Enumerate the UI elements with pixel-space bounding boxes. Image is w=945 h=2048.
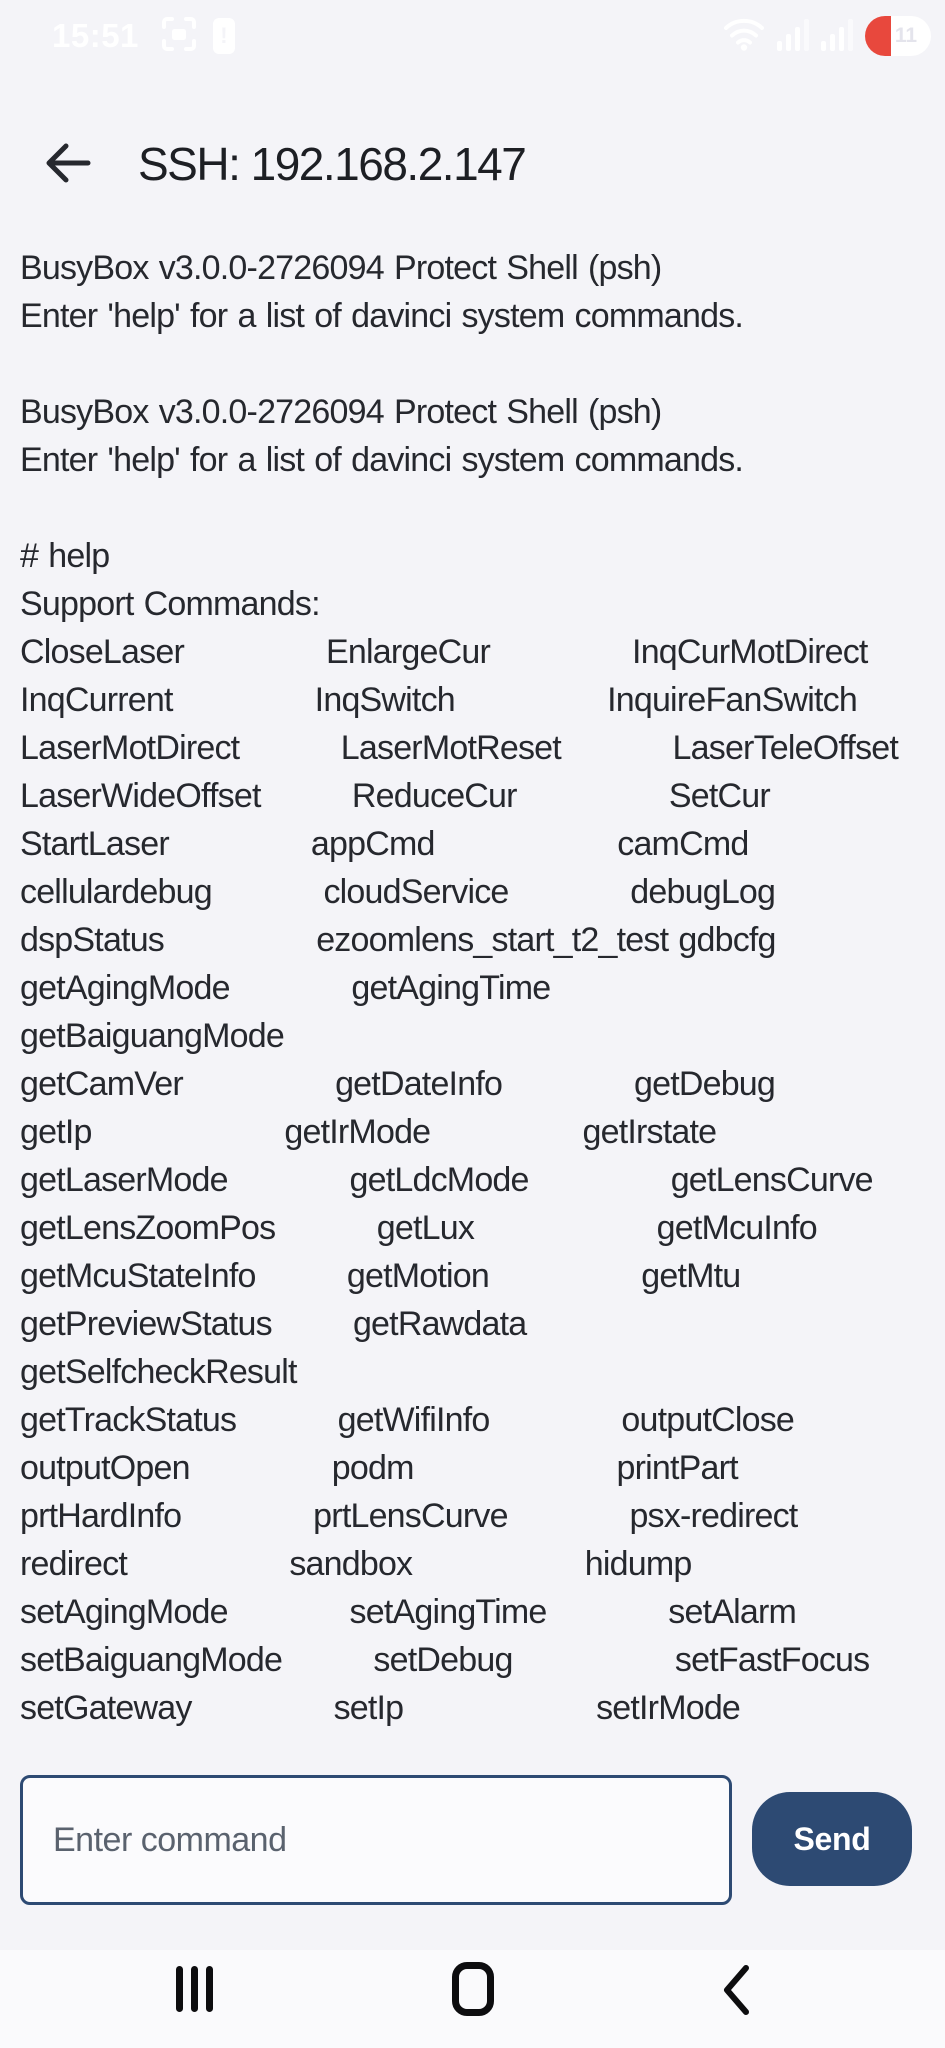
terminal-line: redirect sandbox hidump: [20, 1545, 692, 1583]
terminal-line: Enter 'help' for a list of davinci syste…: [20, 441, 744, 479]
recents-bar: [176, 1966, 183, 2012]
recents-bar: [206, 1966, 213, 2012]
terminal-line: StartLaser appCmd camCmd: [20, 825, 749, 863]
terminal-line: Support Commands:: [20, 585, 321, 623]
terminal-line: [20, 484, 930, 532]
terminal-line: # help: [20, 537, 110, 575]
send-button[interactable]: Send: [752, 1792, 912, 1886]
terminal-line: [20, 340, 930, 388]
terminal-line: LaserWideOffset ReduceCur SetCur: [20, 777, 771, 815]
status-right-icons: 11: [723, 16, 931, 56]
terminal-line: BusyBox v3.0.0-2726094 Protect Shell (ps…: [20, 393, 662, 431]
page-title: SSH: 192.168.2.147: [138, 138, 527, 190]
terminal-line: cellulardebug cloudService debugLog: [20, 873, 776, 911]
terminal-line: getPreviewStatus getRawdata: [20, 1305, 527, 1343]
battery-alert-icon: !: [212, 18, 235, 54]
terminal-line: CloseLaser EnlargeCur InqCurMotDirect: [20, 633, 868, 671]
terminal-line: getCamVer getDateInfo getDebug: [20, 1065, 776, 1103]
terminal-line: getAgingMode getAgingTime: [20, 969, 551, 1007]
recents-icon[interactable]: [176, 1966, 213, 2012]
recents-bar: [191, 1966, 198, 2012]
clock: 15:51: [52, 17, 139, 54]
command-input[interactable]: [20, 1775, 732, 1905]
command-composer: Send: [20, 1775, 925, 1905]
terminal-line: outputOpen podm printPart: [20, 1449, 739, 1487]
terminal-line: dspStatus ezoomlens_start_t2_test gdbcfg: [20, 921, 776, 959]
back-button[interactable]: [42, 138, 94, 190]
arrow-left-icon: [44, 141, 92, 188]
screen-capture-icon: [161, 16, 197, 57]
battery-icon: 11: [865, 16, 931, 56]
android-nav-bar: [0, 1950, 945, 2048]
wifi-icon: [723, 17, 765, 56]
cellular-signal-icon: [821, 17, 853, 56]
terminal-line: getMcuStateInfo getMotion getMtu: [20, 1257, 741, 1295]
status-bar: 15:51 !: [0, 0, 945, 72]
terminal-line: InqCurrent InqSwitch InquireFanSwitch: [20, 681, 858, 719]
terminal-line: setBaiguangMode setDebug setFastFocus: [20, 1641, 870, 1679]
battery-fill-red: [865, 16, 891, 56]
terminal-line: LaserMotDirect LaserMotReset LaserTeleOf…: [20, 729, 899, 767]
terminal-line: getSelfcheckResult: [20, 1353, 297, 1391]
terminal-line: getBaiguangMode: [20, 1017, 285, 1055]
back-icon[interactable]: [722, 1964, 750, 2021]
app-header: SSH: 192.168.2.147: [0, 118, 945, 210]
terminal-line: getIp getIrMode getIrstate: [20, 1113, 717, 1151]
terminal-line: setAgingMode setAgingTime setAlarm: [20, 1593, 797, 1631]
home-icon[interactable]: [452, 1962, 494, 2016]
terminal-line: setGateway setIp setIrMode: [20, 1689, 741, 1727]
terminal-line: getLaserMode getLdcMode getLensCurve: [20, 1161, 874, 1199]
terminal-line: prtHardInfo prtLensCurve psx-redirect: [20, 1497, 798, 1535]
cellular-signal-icon: [777, 17, 809, 56]
terminal-line: getLensZoomPos getLux getMcuInfo: [20, 1209, 818, 1247]
terminal-line: getTrackStatus getWifiInfo outputClose: [20, 1401, 795, 1439]
terminal-line: BusyBox v3.0.0-2726094 Protect Shell (ps…: [20, 249, 662, 287]
terminal-output[interactable]: BusyBox v3.0.0-2726094 Protect Shell (ps…: [20, 244, 930, 1744]
status-left-icons: !: [161, 16, 235, 57]
terminal-line: Enter 'help' for a list of davinci syste…: [20, 297, 744, 335]
battery-percent: 11: [894, 24, 918, 47]
